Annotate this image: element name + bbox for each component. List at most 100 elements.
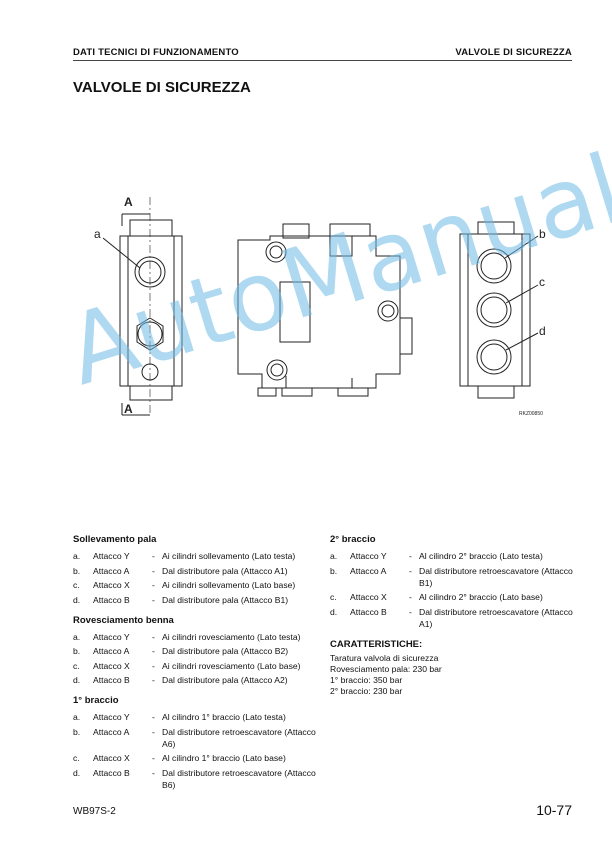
item-port: Attacco A (93, 726, 130, 737)
item-port: Attacco X (93, 580, 130, 590)
callout-d: d (539, 324, 546, 338)
item-dash: - (152, 660, 155, 671)
characteristics-line: Taratura valvola di sicurezza (330, 652, 439, 663)
item-port: Attacco B (93, 675, 130, 685)
port-item: b. Attacco A -Dal distributore pala (Attac… (73, 645, 323, 657)
item-description: Dal distributore pala (Attacco A1) (162, 565, 288, 576)
item-description: Ai cilindri sollevamento (Lato testa) (162, 551, 296, 561)
callout-b: b (539, 227, 546, 241)
item-description: Dal distributore retroescavatore (Attacc… (162, 726, 316, 749)
item-description: Dal distributore pala (Attacco B1) (162, 594, 289, 605)
item-letter: b. (73, 646, 81, 656)
port-item: c.Attacco X-Ai cilindri rovesciamento (L… (73, 660, 323, 672)
item-description: Dal distributore pala (Attacco A2) (162, 675, 288, 685)
item-letter: b. (73, 565, 81, 576)
section-title: 2° braccio (330, 534, 376, 545)
page-title: VALVOLE DI SICUREZZA (73, 79, 251, 96)
item-dash: - (152, 767, 155, 778)
item-port: Attacco A (350, 565, 387, 576)
item-dash: - (152, 646, 155, 656)
item-description: Al cilindro 2° braccio (Lato base) (419, 592, 543, 602)
item-description: Ai cilindri sollevamento (Lato base) (162, 580, 296, 590)
port-item: c.Attacco X-Al cilindro 2° braccio (Lato… (330, 591, 580, 603)
item-port: Attacco B (93, 594, 130, 605)
item-letter: a. (73, 551, 81, 561)
port-item: b. Attacco A -Dal distributore pala (Attac… (73, 565, 323, 577)
characteristics-block: CARATTERISTICHE: Taratura valvola di sic… (330, 639, 580, 697)
section-title: Rovesciamento benna (73, 614, 174, 626)
section-mark-top: A (124, 195, 133, 209)
item-port: Attacco X (93, 660, 130, 671)
item-dash: - (152, 631, 155, 642)
item-port: Attacco X (93, 753, 130, 763)
item-dash: - (152, 551, 155, 561)
item-description: Dal distributore retroescavatore (Attacc… (162, 767, 316, 790)
item-dash: - (152, 565, 155, 576)
port-item: b.Attacco A-Dal distributore retroescava… (330, 565, 580, 589)
item-dash: - (409, 551, 412, 561)
item-dash: - (152, 594, 155, 605)
item-dash: - (152, 712, 155, 722)
port-item: a. Attacco Y -Ai cilindri sollevamento (La… (73, 550, 323, 562)
footer-model: WB97S-2 (73, 806, 116, 817)
item-letter: c. (73, 660, 80, 671)
valve-drawing: a b c d A A RKZ00850 (94, 195, 546, 417)
item-port: Attacco A (93, 646, 130, 656)
port-item: b.Attacco A-Dal distributore retroescava… (73, 726, 323, 750)
item-letter: b. (73, 726, 81, 737)
item-port: Attacco Y (93, 712, 130, 722)
header-rule (73, 60, 572, 61)
footer-page-number: 10-77 (536, 802, 572, 818)
item-dash: - (409, 606, 412, 617)
port-item: d. Attacco B -Dal distributore retroescava… (73, 767, 323, 791)
item-description: Al cilindro 1° braccio (Lato testa) (162, 712, 286, 722)
header-section-title: DATI TECNICI DI FUNZIONAMENTO (73, 47, 239, 58)
item-letter: a. (73, 631, 81, 642)
valve-side-view-right (459, 221, 539, 399)
item-description: Ai cilindri rovesciamento (Lato testa) (162, 631, 301, 642)
characteristics-line: 1° braccio: 350 bar (330, 674, 403, 685)
item-letter: c. (330, 592, 337, 602)
item-port: Attacco B (350, 606, 387, 617)
callout-c: c (539, 275, 545, 289)
item-port: Attacco X (350, 592, 387, 602)
item-letter: d. (73, 594, 81, 605)
section-mark-bottom: A (124, 402, 133, 416)
port-item: d. Attacco B -Dal distributore retroescava… (330, 606, 580, 630)
item-description: Dal distributore retroescavatore (Attacc… (419, 606, 573, 629)
item-letter: a. (330, 551, 338, 561)
item-letter: c. (73, 580, 80, 590)
item-letter: c. (73, 753, 80, 763)
port-item: d.Attacco B-Dal distributore pala (Attac… (73, 674, 323, 686)
characteristics-title: CARATTERISTICHE: (330, 638, 423, 650)
port-item: d. Attacco B -Dal distributore pala (Attac… (73, 594, 323, 606)
callout-a: a (94, 227, 101, 241)
item-dash: - (152, 580, 155, 590)
item-dash: - (152, 753, 155, 763)
item-description: Al cilindro 2° braccio (Lato testa) (419, 551, 543, 561)
characteristics-line: Rovesciamento pala: 230 bar (330, 663, 442, 674)
item-letter: a. (73, 712, 81, 722)
item-port: Attacco B (93, 767, 130, 778)
section-title: 1° braccio (73, 695, 119, 706)
valve-side-view-left (102, 197, 183, 416)
port-item: c.Attacco X-Al cilindro 1° braccio (Lato… (73, 752, 323, 764)
port-item: a. Attacco Y -Al cilindro 1° braccio (Lato… (73, 711, 323, 723)
header-chapter-title: VALVOLE DI SICUREZZA (455, 47, 572, 58)
item-letter: d. (73, 767, 81, 778)
item-letter: d. (330, 606, 338, 617)
port-item: a. Attacco Y -Ai cilindri rovesciamento (L… (73, 631, 323, 643)
port-item: c. Attacco X -Ai cilindri sollevamento (La… (73, 579, 323, 591)
item-port: Attacco Y (93, 551, 130, 561)
item-port: Attacco Y (93, 631, 130, 642)
port-item: a. Attacco Y -Al cilindro 2° braccio (Lato… (330, 550, 580, 562)
section-title: Sollevamento pala (73, 534, 157, 545)
item-port: Attacco A (93, 565, 130, 576)
valve-front-view (237, 223, 413, 397)
item-port: Attacco Y (350, 551, 387, 561)
item-dash: - (409, 565, 412, 576)
item-description: Dal distributore pala (Attacco B2) (162, 646, 289, 656)
